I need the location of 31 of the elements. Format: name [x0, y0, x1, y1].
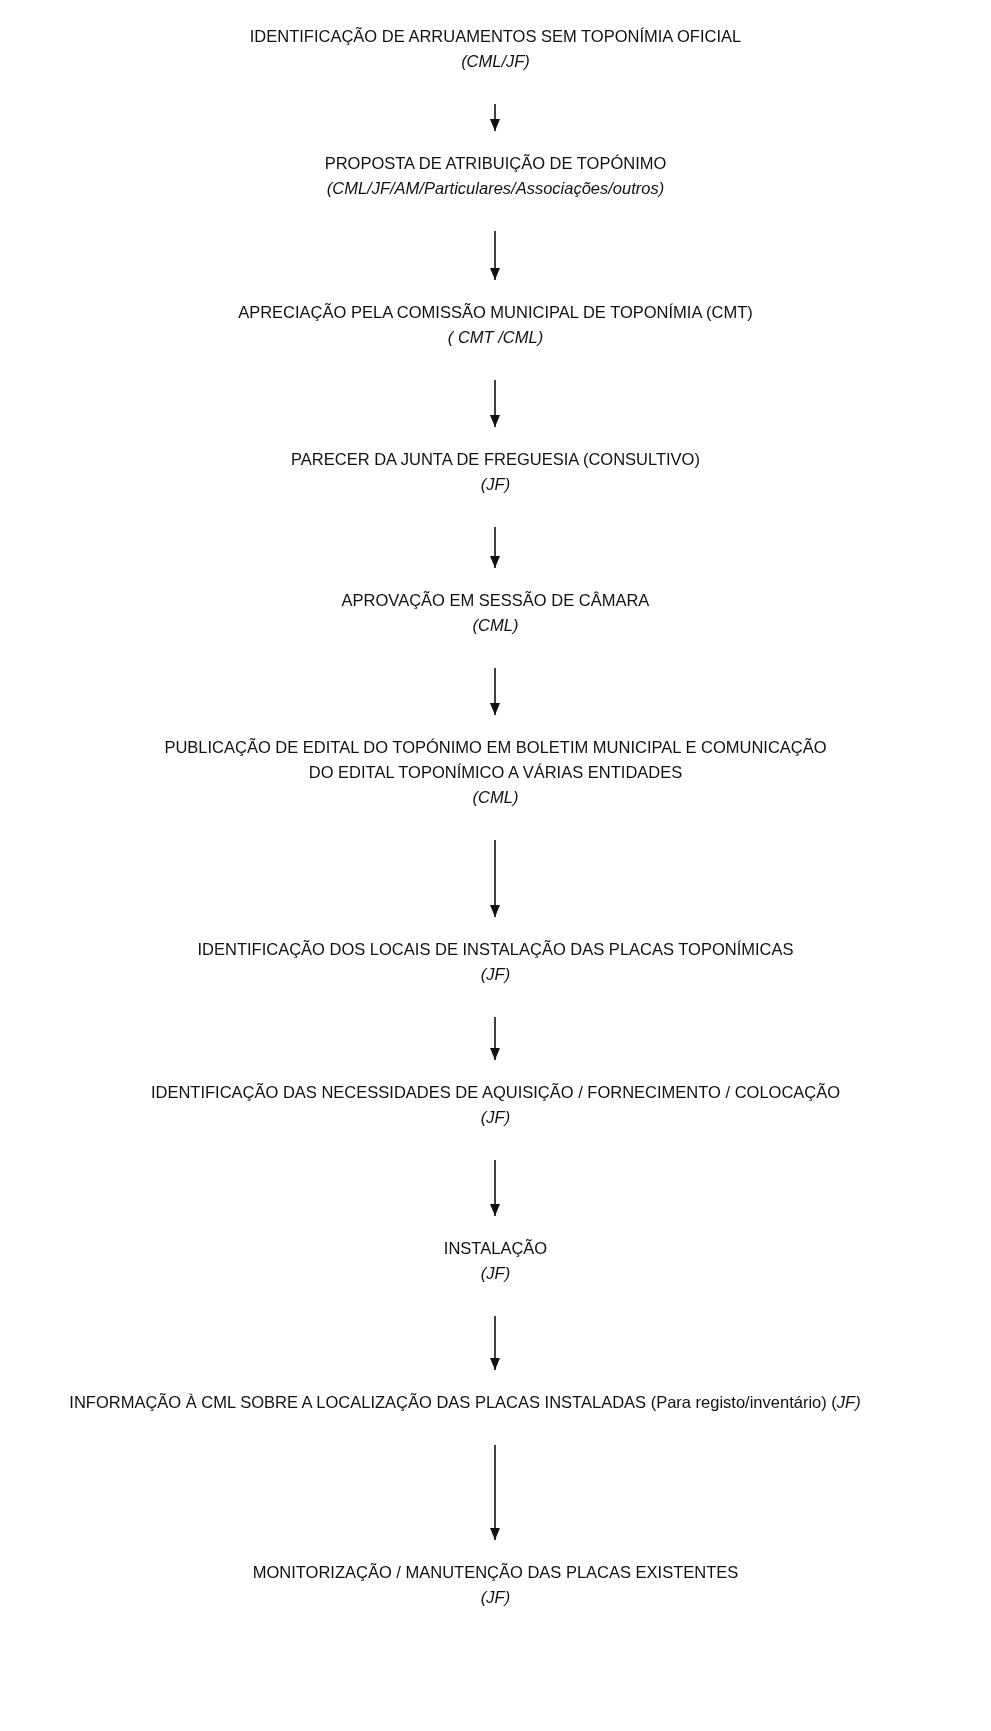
actor-label: (JF): [479, 474, 512, 495]
arrow: [490, 839, 500, 918]
arrow: [490, 103, 500, 132]
step-label: MONITORIZAÇÃO / MANUTENÇÃO DAS PLACAS EXISTENTES: [251, 1562, 740, 1583]
arrow: [490, 1016, 500, 1061]
step-label: APROVAÇÃO EM SESSÃO DE CÂMARA: [340, 590, 651, 611]
actor-label: (CML/JF): [460, 51, 531, 72]
step-label: PUBLICAÇÃO DE EDITAL DO TOPÓNIMO EM BOLETIM MUNICIPAL E COMUNICAÇÃO DO EDITAL TOPONÍMICO A VÁRIAS ENTIDADES: [163, 737, 828, 783]
actor-label: (CML): [471, 615, 520, 636]
actor-label: (JF): [479, 1263, 512, 1284]
arrow: [490, 667, 500, 716]
arrow: [490, 230, 500, 281]
step-label: PARECER DA JUNTA DE FREGUESIA (CONSULTIVO): [290, 449, 701, 470]
arrow: [490, 1159, 500, 1217]
step-label: IDENTIFICAÇÃO DAS NECESSIDADES DE AQUISIÇÃO / FORNECIMENTO / COLOCAÇÃO: [149, 1082, 842, 1103]
actor-label: (JF): [479, 1587, 512, 1608]
actor-label: (CML/JF/AM/Particulares/Associações/outros): [325, 178, 666, 199]
actor-label: (JF): [479, 1107, 512, 1128]
actor-label: (CML): [471, 787, 520, 808]
step-label: APRECIAÇÃO PELA COMISSÃO MUNICIPAL DE TOPONÍMIA (CMT): [237, 302, 754, 323]
arrow: [490, 1315, 500, 1371]
step-label: INSTALAÇÃO: [442, 1238, 549, 1259]
step-label: IDENTIFICAÇÃO DE ARRUAMENTOS SEM TOPONÍMIA OFICIAL: [248, 26, 743, 47]
step-label: IDENTIFICAÇÃO DOS LOCAIS DE INSTALAÇÃO DAS PLACAS TOPONÍMICAS: [196, 939, 795, 960]
step-label: PROPOSTA DE ATRIBUIÇÃO DE TOPÓNIMO: [323, 153, 668, 174]
actor-label: (JF): [479, 964, 512, 985]
actor-label: ( CMT /CML): [446, 327, 545, 348]
arrow: [490, 1444, 500, 1541]
arrow: [490, 526, 500, 569]
step-label: INFORMAÇÃO À CML SOBRE A LOCALIZAÇÃO DAS PLACAS INSTALADAS (Para registo/inventário) (JF): [68, 1392, 862, 1413]
arrow: [490, 379, 500, 428]
